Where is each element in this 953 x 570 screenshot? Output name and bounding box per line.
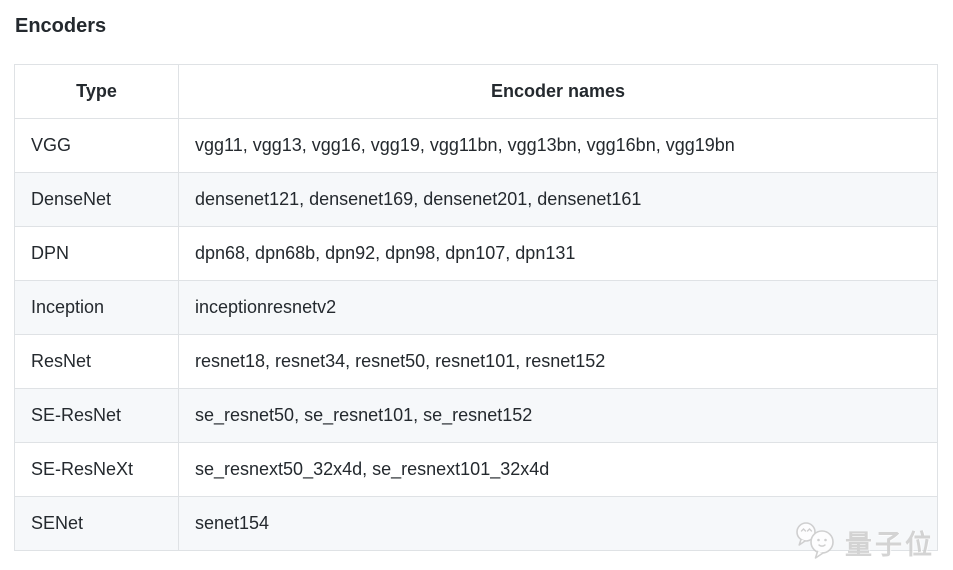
table-row-senet: SENet senet154 bbox=[14, 496, 938, 551]
column-header-type: Type bbox=[14, 64, 179, 119]
table-row-resnet: ResNet resnet18, resnet34, resnet50, res… bbox=[14, 334, 938, 389]
encoders-cell: senet154 bbox=[178, 496, 938, 551]
encoders-cell: dpn68, dpn68b, dpn92, dpn98, dpn107, dpn… bbox=[178, 226, 938, 281]
type-cell: ResNet bbox=[14, 334, 179, 389]
encoders-cell: resnet18, resnet34, resnet50, resnet101,… bbox=[178, 334, 938, 389]
column-header-encoder-names: Encoder names bbox=[178, 64, 938, 119]
type-cell: SE-ResNeXt bbox=[14, 442, 179, 497]
encoders-cell: vgg11, vgg13, vgg16, vgg19, vgg11bn, vgg… bbox=[178, 118, 938, 173]
table-row-se-resnext: SE-ResNeXt se_resnext50_32x4d, se_resnex… bbox=[14, 442, 938, 497]
table-row-se-resnet: SE-ResNet se_resnet50, se_resnet101, se_… bbox=[14, 388, 938, 443]
page-title: Encoders bbox=[15, 15, 107, 37]
encoders-cell: se_resnext50_32x4d, se_resnext101_32x4d bbox=[178, 442, 938, 497]
type-cell: SE-ResNet bbox=[14, 388, 179, 443]
encoders-cell: inceptionresnetv2 bbox=[178, 280, 938, 335]
type-cell: DPN bbox=[14, 226, 179, 281]
table-row-vgg: VGG vgg11, vgg13, vgg16, vgg19, vgg11bn,… bbox=[14, 118, 938, 173]
type-cell: Inception bbox=[14, 280, 179, 335]
table-row-densenet: DenseNet densenet121, densenet169, dense… bbox=[14, 172, 938, 227]
type-cell: DenseNet bbox=[14, 172, 179, 227]
encoders-cell: se_resnet50, se_resnet101, se_resnet152 bbox=[178, 388, 938, 443]
type-cell: SENet bbox=[14, 496, 179, 551]
table-row-dpn: DPN dpn68, dpn68b, dpn92, dpn98, dpn107,… bbox=[14, 226, 938, 281]
table-row-inception: Inception inceptionresnetv2 bbox=[14, 280, 938, 335]
encoders-table: Type Encoder names VGG vgg11, vgg13, vgg… bbox=[14, 64, 938, 551]
encoders-cell: densenet121, densenet169, densenet201, d… bbox=[178, 172, 938, 227]
page: Encoders Type Encoder names VGG vgg11, v… bbox=[0, 14, 953, 570]
table-header-row: Type Encoder names bbox=[14, 64, 938, 119]
type-cell: VGG bbox=[14, 118, 179, 173]
